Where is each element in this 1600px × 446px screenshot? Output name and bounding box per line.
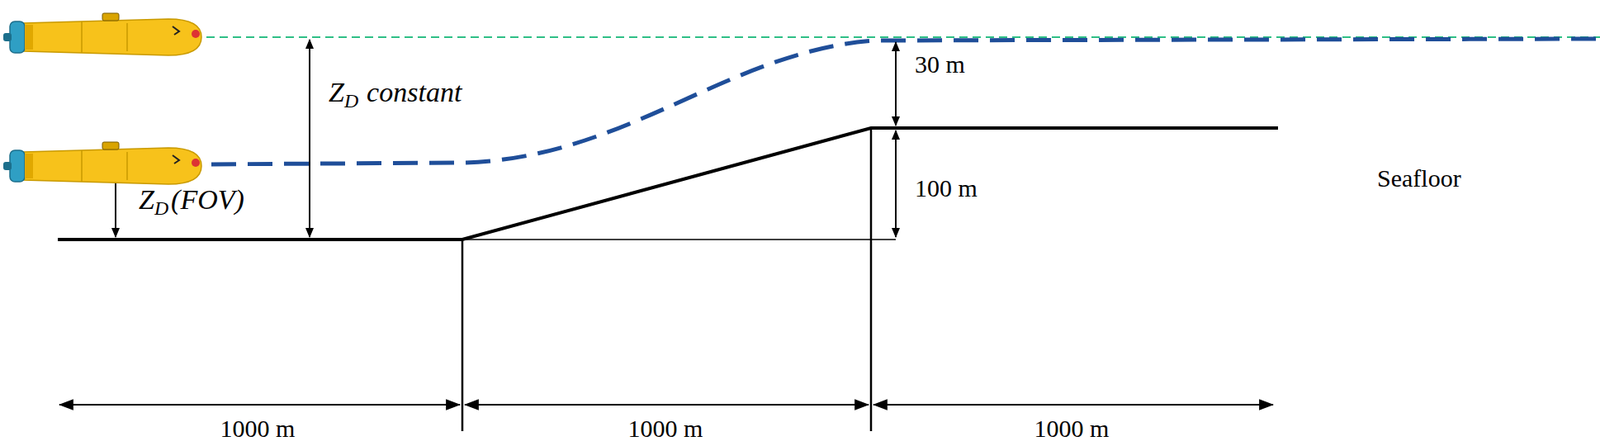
subscript-text: D	[344, 90, 359, 113]
dimension-label: 1000 m	[628, 414, 704, 443]
dimension-arrow	[59, 403, 460, 406]
dimension-text: 1000 m	[1034, 414, 1110, 442]
auv-vehicle	[3, 13, 202, 56]
terrain-label: Seafloor	[1377, 164, 1462, 193]
dimension-label: 30 m	[914, 50, 966, 79]
terrain-text: Seafloor	[1377, 164, 1462, 192]
dimension-text: 1000 m	[220, 414, 296, 442]
symbol-text: Z	[328, 76, 345, 108]
dimension-arrow	[308, 39, 311, 237]
depth-label: ZD(FOV)	[138, 184, 245, 220]
symbol-text: Z	[138, 184, 155, 215]
dimension-text: 30 m	[914, 50, 966, 78]
dimension-arrow	[894, 42, 897, 126]
depth-label: ZDconstant	[328, 76, 462, 113]
divider-line	[870, 127, 873, 431]
dimension-label: 1000 m	[1034, 414, 1110, 443]
subscript-text: D	[154, 198, 169, 220]
dimension-label: 1000 m	[220, 414, 296, 443]
seafloor-profile	[57, 127, 1279, 240]
fov-path	[66, 38, 1600, 166]
label-text: (FOV)	[170, 184, 245, 215]
dimension-label: 100 m	[914, 174, 978, 203]
dimension-arrow	[894, 130, 897, 237]
dimension-text: 100 m	[914, 174, 978, 202]
auv-vehicle	[3, 142, 202, 185]
label-text: constant	[366, 76, 462, 108]
dimension-text: 1000 m	[628, 414, 704, 442]
baseline	[462, 238, 896, 241]
divider-line	[461, 239, 464, 431]
dimension-arrow	[873, 403, 1274, 406]
dimension-arrow	[464, 403, 869, 406]
